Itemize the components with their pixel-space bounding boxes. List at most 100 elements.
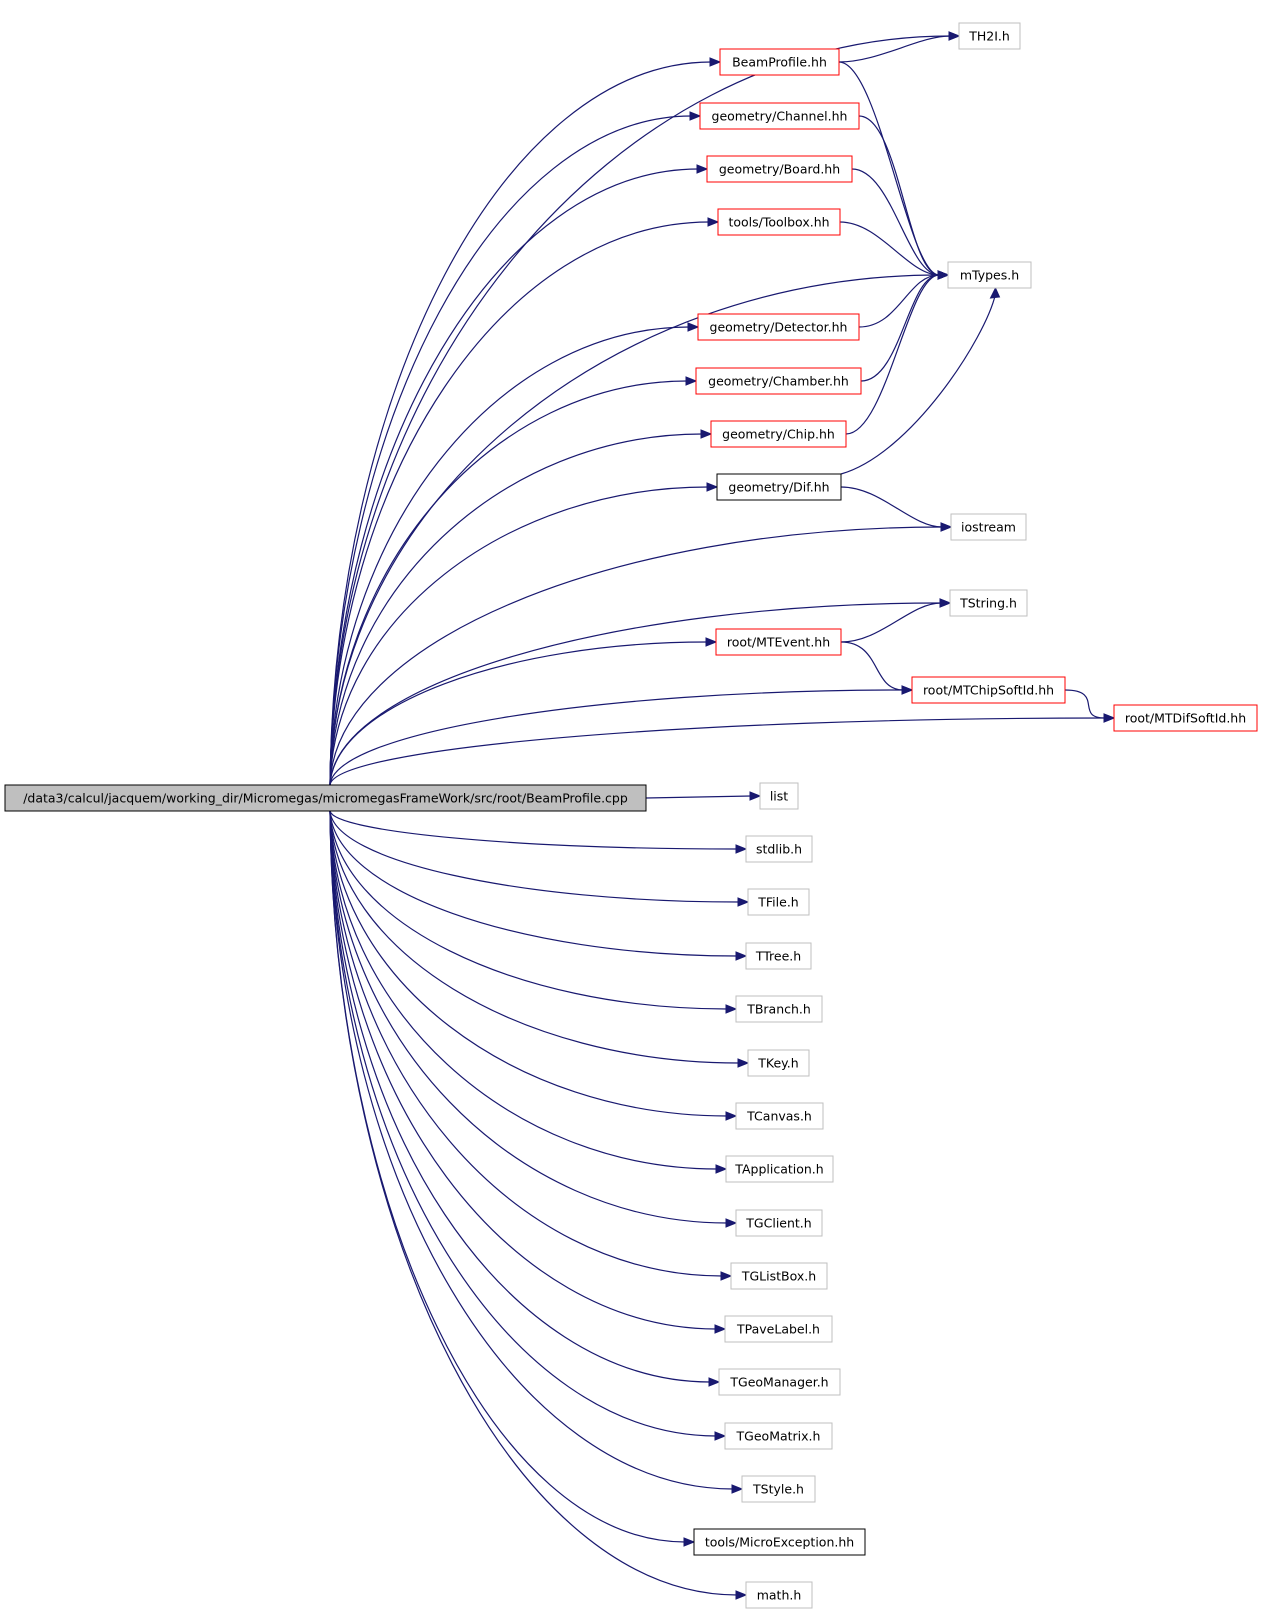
node-mtevent[interactable]: root/MTEvent.hh	[715, 628, 842, 656]
node-chip[interactable]: geometry/Chip.hh	[710, 420, 847, 448]
node-dif[interactable]: geometry/Dif.hh	[716, 473, 842, 501]
node-tbranch[interactable]: TBranch.h	[735, 995, 823, 1023]
edge-root-to-chamber	[329, 380, 688, 786]
node-box	[695, 367, 862, 395]
node-detector[interactable]: geometry/Detector.hh	[697, 313, 860, 341]
nodes-layer: /data3/calcul/jacquem/working_dir/Microm…	[4, 22, 1258, 1609]
edge-root-to-dif	[329, 486, 709, 786]
edge-root-to-math	[329, 810, 738, 1596]
node-box	[735, 1209, 823, 1237]
node-stdlib[interactable]: stdlib.h	[745, 835, 813, 863]
node-box	[911, 676, 1066, 704]
edge-chip-to-mtypes	[845, 274, 940, 435]
edge-root-to-th2i	[329, 35, 951, 786]
node-box	[745, 835, 813, 863]
node-box	[719, 48, 840, 76]
arrowhead-root-to-ttree	[735, 951, 748, 961]
edge-root-to-iostream	[329, 526, 943, 786]
edge-root-to-tglistbox	[329, 810, 723, 1277]
node-chamber[interactable]: geometry/Chamber.hh	[695, 367, 862, 395]
node-label: geometry/Detector.hh	[710, 320, 848, 335]
node-board[interactable]: geometry/Board.hh	[706, 155, 853, 183]
node-tglistbox[interactable]: TGListBox.h	[730, 1262, 828, 1290]
node-tgeomanager[interactable]: TGeoManager.h	[718, 1368, 841, 1396]
node-label: geometry/Board.hh	[719, 162, 840, 177]
node-beamprofile[interactable]: BeamProfile.hh	[719, 48, 840, 76]
node-box	[724, 1422, 833, 1450]
node-label: /data3/calcul/jacquem/working_dir/Microm…	[23, 791, 628, 806]
arrowhead-mtchipsoftid-to-mtdifsoftid	[1103, 713, 1116, 723]
node-box	[724, 1315, 833, 1343]
arrowhead-root-to-tfile	[737, 897, 750, 907]
node-box	[730, 1262, 828, 1290]
node-tstyle[interactable]: TStyle.h	[741, 1475, 816, 1503]
edge-root-to-channel	[329, 115, 692, 786]
arrowhead-mtevent-to-mtchipsoftid	[901, 685, 914, 695]
node-label: geometry/Chamber.hh	[708, 374, 849, 389]
arrowhead-root-to-beamprofile	[709, 57, 722, 67]
node-label: geometry/Chip.hh	[722, 427, 835, 442]
node-box	[759, 782, 799, 810]
arrowhead-root-to-tgeomanager	[708, 1377, 721, 1387]
node-mtdifsoftid[interactable]: root/MTDifSoftId.hh	[1113, 704, 1258, 732]
node-label: TTree.h	[755, 949, 801, 964]
node-box	[745, 1581, 813, 1609]
node-iostream[interactable]: iostream	[950, 513, 1027, 541]
edge-chamber-to-mtypes	[860, 274, 940, 382]
arrowhead-root-to-list	[749, 791, 762, 801]
node-label: tools/MicroException.hh	[705, 1535, 854, 1550]
node-microexception[interactable]: tools/MicroException.hh	[693, 1528, 866, 1556]
node-tpavelabel[interactable]: TPaveLabel.h	[724, 1315, 833, 1343]
edge-root-to-chip	[329, 433, 703, 786]
edge-channel-to-mtypes	[858, 115, 940, 276]
arrowhead-dif-to-mtypes	[989, 286, 1001, 299]
arrowhead-root-to-tpavelabel	[714, 1324, 727, 1334]
arrowhead-root-to-toolbox	[707, 217, 720, 227]
edge-mtevent-to-mtchipsoftid	[840, 641, 904, 691]
node-channel[interactable]: geometry/Channel.hh	[699, 102, 860, 130]
node-tcanvas[interactable]: TCanvas.h	[735, 1102, 824, 1130]
node-tkey[interactable]: TKey.h	[747, 1049, 810, 1077]
arrowhead-root-to-tstyle	[731, 1484, 744, 1494]
node-box	[747, 888, 810, 916]
node-list[interactable]: list	[759, 782, 799, 810]
node-label: root/MTEvent.hh	[727, 635, 830, 650]
node-box	[717, 208, 841, 236]
node-tapplication[interactable]: TApplication.h	[725, 1155, 834, 1183]
node-label: stdlib.h	[756, 842, 802, 857]
node-tfile[interactable]: TFile.h	[747, 888, 810, 916]
node-label: root/MTDifSoftId.hh	[1125, 711, 1246, 726]
edges-layer	[329, 31, 1116, 1600]
arrowhead-root-to-tkey	[737, 1058, 750, 1068]
arrowhead-root-to-chip	[700, 429, 713, 439]
edge-root-to-mtypes	[329, 274, 940, 786]
edge-root-to-tgeomanager	[329, 810, 711, 1383]
node-label: TBranch.h	[746, 1002, 811, 1017]
node-box	[950, 513, 1027, 541]
arrowhead-root-to-chamber	[685, 376, 698, 386]
node-mtypes[interactable]: mTypes.h	[947, 261, 1032, 289]
node-mtchipsoftid[interactable]: root/MTChipSoftId.hh	[911, 676, 1066, 704]
node-ttree[interactable]: TTree.h	[745, 942, 812, 970]
edge-root-to-mtchipsoftid	[329, 689, 904, 786]
node-toolbox[interactable]: tools/Toolbox.hh	[717, 208, 841, 236]
node-math[interactable]: math.h	[745, 1581, 813, 1609]
edge-detector-to-mtypes	[858, 274, 940, 328]
node-tgeomatrix[interactable]: TGeoMatrix.h	[724, 1422, 833, 1450]
node-tgclient[interactable]: TGClient.h	[735, 1209, 823, 1237]
edge-board-to-mtypes	[851, 168, 940, 276]
arrowhead-root-to-tglistbox	[720, 1271, 733, 1281]
node-box	[710, 420, 847, 448]
node-label: TKey.h	[757, 1056, 798, 1071]
edge-toolbox-to-mtypes	[839, 221, 940, 276]
node-label: TGClient.h	[745, 1216, 811, 1231]
node-box	[1113, 704, 1258, 732]
node-tstring[interactable]: TString.h	[949, 589, 1028, 617]
edge-root-to-board	[329, 168, 699, 786]
node-label: TGListBox.h	[741, 1269, 816, 1284]
node-box	[715, 628, 842, 656]
node-box	[735, 1102, 824, 1130]
node-label: BeamProfile.hh	[732, 55, 827, 70]
node-box	[735, 995, 823, 1023]
node-th2i[interactable]: TH2I.h	[958, 22, 1021, 50]
